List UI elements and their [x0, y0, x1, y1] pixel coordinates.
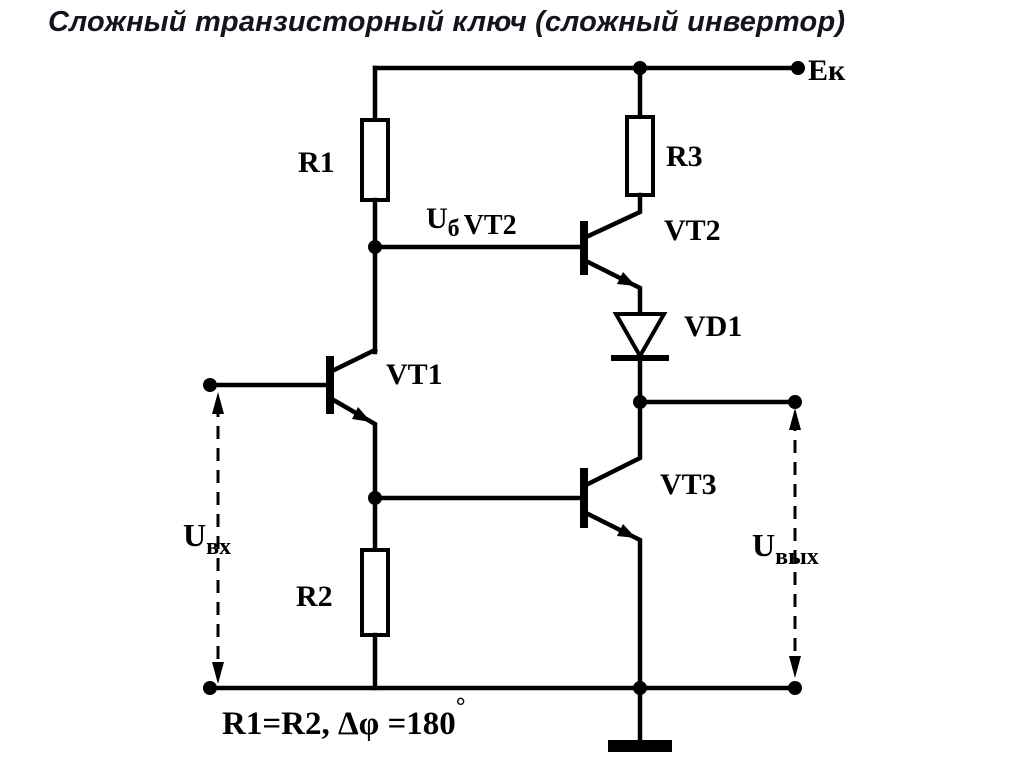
junction-dot	[203, 681, 217, 695]
output-arrow-up-icon	[789, 408, 801, 430]
junction-dot	[791, 61, 805, 75]
vt1-label: VT1	[386, 358, 443, 391]
r2-label: R2	[296, 580, 333, 613]
junction-dot	[203, 378, 217, 392]
input-voltage-label: Uвх	[183, 517, 231, 560]
vt2-emitter-arrow-icon	[617, 272, 636, 286]
formula-label: R1=R2, Δφ =180°	[222, 694, 465, 742]
power-rail-label: Ек	[808, 54, 846, 87]
junction-dot	[788, 395, 802, 409]
vd1-label: VD1	[684, 310, 742, 343]
output-voltage-label: Uвых	[752, 527, 819, 570]
vt2-label: VT2	[664, 214, 721, 247]
vt1-emitter-wire	[326, 394, 378, 553]
vd1-diode-triangle	[612, 312, 668, 361]
vt2-emitter-wire	[580, 256, 643, 317]
r2-resistor-body	[360, 548, 390, 637]
vt1-collector-wire	[326, 346, 379, 376]
r3-resistor-body	[625, 115, 655, 197]
ground-icon	[608, 740, 672, 752]
vt3-collector-wire	[580, 399, 643, 490]
vt3-emitter-wire	[580, 508, 643, 691]
vt1-emitter-arrow-icon	[352, 407, 371, 422]
junction-dot	[788, 681, 802, 695]
r1-resistor-body	[360, 118, 390, 202]
vt2-collector-wire	[581, 192, 643, 241]
input-arrow-down-icon	[212, 662, 224, 684]
r1-label: R1	[298, 146, 335, 179]
r3-label: R3	[666, 140, 703, 173]
diagram-title: Сложный транзисторный ключ (сложный инве…	[48, 6, 846, 38]
output-arrow-down-icon	[789, 656, 801, 678]
input-arrow-up-icon	[212, 392, 224, 414]
vt3-label: VT3	[660, 468, 717, 501]
vt3-emitter-arrow-icon	[617, 524, 636, 538]
